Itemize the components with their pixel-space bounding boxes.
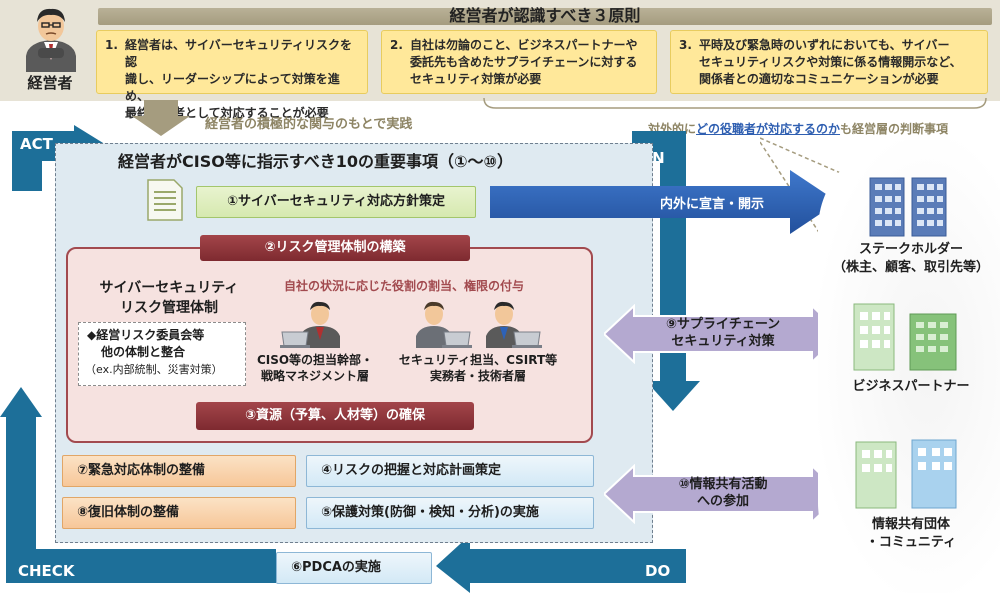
principle-line: 自社は勿論のこと、ビジネスパートナーや — [410, 38, 638, 52]
stakeholder-caption-line: （株主、顧客、取引先等） — [832, 260, 989, 275]
center-title: 経営者がCISO等に指示すべき10の重要事項（①～⑩） — [118, 152, 514, 171]
principle-2: 2. 自社は勿論のこと、ビジネスパートナーや 委託先も含めたサプライチェーンに対… — [381, 30, 657, 94]
item4-box: ④リスクの把握と対応計画策定 — [306, 455, 594, 487]
item10-label-line: への参加 — [696, 494, 749, 509]
judge-text-after: も経営層の判断事項 — [840, 122, 949, 136]
principle-line: 識し、リーダーシップによって対策を進め、 — [125, 72, 340, 103]
principle-line: セキュリティリスクや対策に係る情報開示など、 — [699, 55, 962, 69]
act-label-top: ACT — [20, 135, 53, 153]
item9-double-arrow-icon — [604, 304, 842, 364]
staff-caption-line: 実務者・技術者層 — [429, 369, 526, 383]
principle-number: 2. — [390, 38, 403, 52]
community-caption: 情報共有団体 ・コミュニティ — [836, 516, 986, 552]
committee-note: （ex.内部統制、災害対策） — [85, 363, 223, 376]
ciso-person-icon — [280, 301, 340, 348]
item2-banner: ②リスク管理体制の構築 — [200, 235, 470, 261]
item1-policy-box: ①サイバーセキュリティ対応方針策定 — [196, 186, 476, 218]
down-arrow-icon — [132, 100, 190, 136]
principles-title-bar — [98, 8, 992, 25]
check-label: CHECK — [18, 562, 75, 580]
partner-building-icon — [853, 303, 957, 371]
stakeholder-caption-line: ステークホルダー — [858, 242, 963, 257]
item10-label-line: ⑩情報共有活動 — [678, 477, 768, 492]
item3-banner: ③資源（予算、人材等）の確保 — [196, 402, 474, 430]
principle-number: 1. — [105, 38, 118, 52]
ciso-caption: CISO等の担当幹部・ 戦略マネジメント層 — [245, 352, 385, 384]
staff-people-icon — [416, 301, 542, 348]
committee-line: 他の体制と整合 — [101, 345, 186, 359]
manager-label: 経営者 — [27, 74, 73, 92]
partner-caption: ビジネスパートナー — [852, 379, 970, 394]
ciso-caption-line: CISO等の担当幹部・ — [256, 353, 374, 367]
ciso-caption-line: 戦略マネジメント層 — [260, 369, 369, 383]
community-building-icon — [855, 439, 957, 509]
do-label: DO — [645, 562, 671, 580]
principles-bracket — [483, 97, 987, 109]
staff-caption-line: セキュリティ担当、CSIRT等 — [398, 353, 558, 367]
role-text: 自社の状況に応じた役割の割当、権限の付与 — [284, 279, 525, 293]
document-icon — [147, 179, 183, 221]
principle-line: 平時及び緊急時のいずれにおいても、サイバー — [699, 38, 950, 52]
risk-heading-line: リスク管理体制 — [120, 300, 218, 316]
stakeholder-caption: ステークホルダー （株主、顧客、取引先等） — [826, 241, 996, 277]
judge-text-highlight: どの役職者が対応するのか — [696, 122, 841, 136]
principle-number: 3. — [679, 38, 692, 52]
principle-3: 3. 平時及び緊急時のいずれにおいても、サイバー セキュリティリスクや対策に係る… — [670, 30, 988, 94]
community-caption-line: ・コミュニティ — [865, 535, 957, 550]
item9-label-line: ⑨サプライチェーン — [665, 317, 781, 332]
item7-box: ⑦緊急対応体制の整備 — [62, 455, 296, 487]
principle-line: 委託先も含めたサプライチェーンに対する — [410, 55, 638, 69]
announce-label: 内外に宣言・開示 — [659, 197, 764, 212]
committee-box: ◆経営リスク委員会等 他の体制と整合 （ex.内部統制、災害対策） — [78, 322, 246, 386]
committee-line: ◆経営リスク委員会等 — [87, 328, 205, 342]
entities-backdrop — [818, 140, 1000, 593]
community-caption-line: 情報共有団体 — [871, 517, 950, 532]
implement-text: 経営者の積極的な関与のもとで実践 — [205, 117, 413, 132]
principle-1: 1. 経営者は、サイバーセキュリティリスクを認 識し、リーダーシップによって対策… — [96, 30, 368, 120]
risk-heading: サイバーセキュリティ リスク管理体制 — [76, 278, 262, 318]
item9-label: ⑨サプライチェーン セキュリティ対策 — [650, 316, 796, 350]
principle-line: 経営者は、サイバーセキュリティリスクを認 — [125, 38, 353, 69]
announce-arrow-icon — [490, 170, 838, 234]
item9-label-line: セキュリティ対策 — [671, 334, 775, 349]
manager-icon — [26, 8, 76, 72]
principle-line: 関係者との適切なコミュニケーションが必要 — [699, 72, 939, 86]
principle-line: セキュリティ対策が必要 — [410, 72, 542, 86]
item6-box: ⑥PDCAの実施 — [276, 552, 432, 584]
principles-title: 経営者が認識すべき３原則 — [449, 6, 641, 25]
item5-box: ⑤保護対策(防御・検知・分析)の実施 — [306, 497, 594, 529]
item10-double-arrow-icon — [604, 464, 842, 524]
item8-box: ⑧復旧体制の整備 — [62, 497, 296, 529]
risk-heading-line: サイバーセキュリティ — [99, 280, 239, 296]
staff-caption: セキュリティ担当、CSIRT等 実務者・技術者層 — [398, 352, 558, 384]
item10-label: ⑩情報共有活動 への参加 — [650, 476, 796, 510]
stakeholder-building-icon — [869, 177, 947, 237]
judge-text: 対外的にどの役職者が対応するのかも経営層の判断事項 — [648, 120, 948, 137]
